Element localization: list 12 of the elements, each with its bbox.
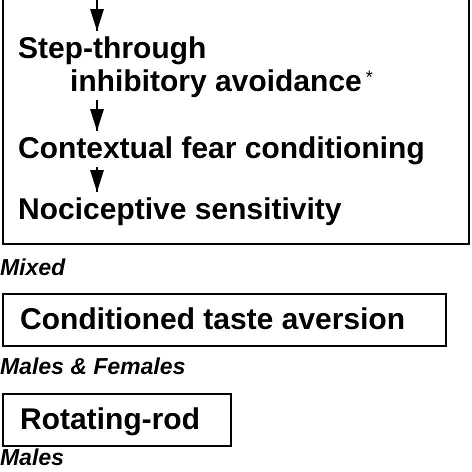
group-heading: Males xyxy=(0,444,64,471)
step-label: Step-through inhibitory avoidance$^{*}$ xyxy=(18,32,373,98)
group-heading: Mixed xyxy=(0,254,66,281)
group-frame xyxy=(2,0,470,245)
step-label: Nociceptive sensitivity xyxy=(18,193,342,226)
test-box: Rotating-rod xyxy=(2,393,232,447)
arrow xyxy=(90,100,104,131)
group-heading: Males & Females xyxy=(0,353,186,380)
arrow xyxy=(90,0,104,31)
step-label: Contextual fear conditioning xyxy=(18,132,425,165)
arrow xyxy=(90,167,104,192)
test-box: Conditioned taste aversion xyxy=(2,293,447,347)
